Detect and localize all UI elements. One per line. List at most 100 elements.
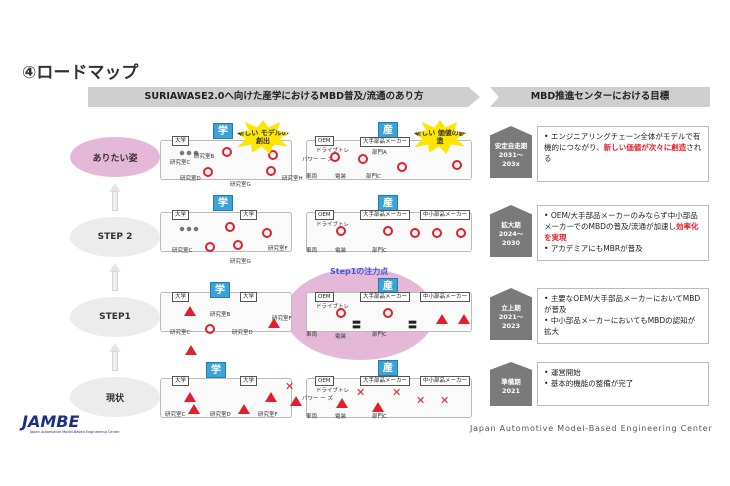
lab-label: 研究室C	[172, 248, 193, 254]
circle-mark-icon	[222, 147, 232, 157]
dept-label: 部門C	[372, 248, 387, 254]
phase-name: 立上期	[501, 303, 521, 312]
people-icon	[178, 150, 200, 158]
large-maker-box: 大手部品メーカー	[360, 376, 411, 386]
lab-label: 研究室D	[180, 176, 201, 182]
new-model-text: 新しい モデルの創出	[237, 129, 289, 145]
vehicle-label: 車両	[306, 174, 318, 180]
up-arrow-icon	[109, 343, 121, 371]
circle-mark-icon	[336, 226, 346, 236]
people-icon	[178, 226, 200, 234]
academia-tag: 学	[213, 123, 233, 139]
circle-mark-icon	[225, 222, 235, 232]
oem-box: OEM	[315, 136, 334, 146]
triangle-mark-icon	[458, 314, 470, 324]
stage-current: 現状	[70, 377, 160, 417]
circle-mark-icon	[266, 166, 276, 176]
university-box: 大学	[172, 210, 190, 220]
phase-name: 準備期	[501, 378, 521, 386]
phase-years: 2024～ 2030	[498, 229, 524, 247]
lab-label: 研究室G	[230, 182, 251, 188]
power-label: パワー ー ズ	[302, 396, 333, 402]
lab-label: 研究室H	[282, 176, 303, 182]
drive-label: ドライブトレ	[316, 304, 350, 310]
triangle-mark-icon	[185, 345, 197, 355]
academia-tag: 学	[213, 195, 233, 211]
new-value-text: 新しい 価値の創造	[414, 129, 466, 145]
circle-mark-icon	[268, 150, 278, 160]
triangle-mark-icon	[268, 318, 280, 328]
cross-mark-icon: ✕	[416, 394, 426, 407]
phase-years: 2021～ 2023	[498, 312, 524, 330]
goal-stable: エンジニアリングチェーン全体がモデルで有機的につながり、新しい価値が次々に創造さ…	[537, 126, 709, 182]
circle-mark-icon	[383, 308, 393, 318]
lab-label: 研究室C	[165, 412, 186, 418]
drive-label: ドライブトレ	[316, 148, 350, 154]
lab-label: 研究室F	[272, 316, 292, 322]
lab-label: 研究室B	[210, 312, 231, 318]
circle-mark-icon	[383, 226, 393, 236]
mid-maker-box: 中小部品メーカー	[420, 292, 471, 302]
industry-tag: 産	[378, 122, 398, 138]
triangle-mark-icon	[188, 404, 200, 414]
industry-tag: 産	[378, 195, 398, 211]
phase-stable: 安定自走期 2031～ 203x	[490, 126, 532, 178]
up-arrow-icon	[109, 183, 121, 211]
vehicle-label: 車両	[306, 248, 318, 254]
circle-mark-icon	[432, 228, 442, 238]
university-box: 大学	[240, 292, 258, 302]
triangle-mark-icon	[184, 392, 196, 402]
circle-mark-icon	[233, 240, 243, 250]
electrical-label: 電装	[335, 334, 347, 340]
vehicle-label: 車両	[306, 332, 318, 338]
goal-launch: 主要なOEM/大手部品メーカーにおいてMBDが普及 中小部品メーカーにおいてもM…	[537, 288, 709, 344]
drive-label: ドライブトレ	[316, 222, 350, 228]
university-box: 大学	[172, 292, 190, 302]
phase-preparation: 準備期 2021	[490, 362, 532, 406]
jambe-logo: JAMBE	[22, 412, 80, 431]
dept-label: 部門C	[372, 414, 387, 420]
power-label: パワー ー ズ	[302, 157, 333, 163]
mid-maker-box: 中小部品メーカー	[420, 210, 471, 220]
electrical-label: 電装	[335, 174, 347, 180]
circle-mark-icon	[262, 228, 272, 238]
dept-label: 部門C	[366, 174, 381, 180]
header-left-banner: SURIAWASE2.0へ向けた産学におけるMBD普及/流通のあり方	[88, 87, 480, 107]
university-box: 大学	[172, 136, 190, 146]
circle-mark-icon	[452, 160, 462, 170]
stage-step2: STEP 2	[70, 217, 160, 257]
goal-text: 中小部品メーカーにおいてもMBDの認知が拡大	[544, 315, 702, 337]
cross-mark-icon: ✕	[392, 386, 402, 399]
mid-maker-box: 中小部品メーカー	[420, 376, 471, 386]
lab-label: 研究室B	[194, 154, 215, 160]
university-box: 大学	[240, 376, 258, 386]
dept-label: 部門C	[372, 332, 387, 338]
circle-mark-icon	[358, 154, 368, 164]
logo-subtitle: Japan Automotive Model-Based Engineering…	[30, 430, 120, 434]
header-right-banner: MBD推進センターにおける目標	[490, 87, 710, 107]
circle-mark-icon	[205, 242, 215, 252]
cross-mark-icon: ✕	[285, 380, 295, 393]
vehicle-label: 車両	[306, 414, 318, 420]
goal-text: OEM/大手部品メーカーのみならず中小部品メーカーでのMBDの普及/流通が加速し	[544, 211, 698, 231]
equals-mark: 〓	[352, 321, 362, 331]
circle-mark-icon	[205, 324, 215, 334]
goal-text: 基本的機能の整備が完了	[544, 378, 702, 389]
large-maker-box: 大手部品メーカー	[360, 137, 411, 147]
circle-mark-icon	[330, 152, 340, 162]
triangle-mark-icon	[265, 392, 277, 402]
phase-expansion: 拡大期 2024～ 2030	[490, 205, 532, 257]
up-arrow-icon	[109, 263, 121, 291]
triangle-mark-icon	[372, 402, 384, 412]
phase-years: 2031～ 203x	[498, 150, 524, 168]
university-box: 大学	[172, 376, 190, 386]
goal-preparation: 運営開始 基本的機能の整備が完了	[537, 362, 709, 406]
oem-box: OEM	[315, 376, 334, 386]
goal-text: 主要なOEM/大手部品メーカーにおいてMBDが普及	[544, 293, 702, 315]
goal-expansion: OEM/大手部品メーカーのみならず中小部品メーカーでのMBDの普及/流通が加速し…	[537, 205, 709, 261]
circle-mark-icon	[203, 167, 213, 177]
circle-mark-icon	[336, 308, 346, 318]
lab-label: 研究室G	[230, 259, 251, 265]
goal-text: アカデミアにもMBRが普及	[544, 243, 702, 254]
circle-mark-icon	[410, 228, 420, 238]
